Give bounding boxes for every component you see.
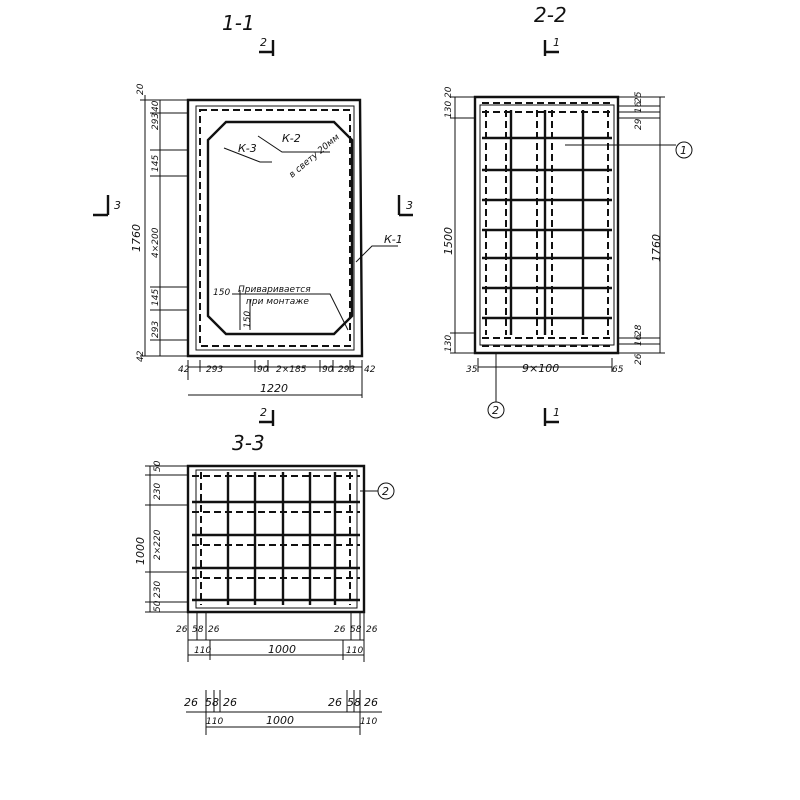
dimension-label: 29: [634, 118, 644, 130]
dimension-label: 150: [213, 288, 230, 298]
dimension-label: 230: [153, 483, 163, 500]
dimension-label: 2×185: [276, 365, 307, 375]
dimension-label: 293: [151, 321, 161, 338]
dimension-label: 50: [153, 460, 163, 472]
dimension-label: 16: [634, 101, 644, 113]
section-marker-1-bottom: 1: [543, 406, 560, 426]
dimension-label: 16: [634, 334, 644, 346]
dimension-label: 2×220: [153, 529, 163, 560]
dimension-label: 110: [360, 717, 377, 727]
section-title-3-3: 3-3: [232, 431, 265, 455]
callout-1: [675, 141, 693, 159]
dimension-label: 26: [184, 696, 198, 709]
dimension-label: 3: [114, 199, 121, 212]
total-width-1220: 1220: [260, 382, 288, 395]
view-1-1: 20 293 40 145 4×200 145 293 42 1760 42 2…: [130, 83, 403, 398]
dimension-label: 50: [153, 600, 163, 612]
dimension-label: 90: [257, 365, 269, 375]
dimension-label: 58: [350, 625, 362, 635]
section-title-2-2: 2-2: [534, 3, 567, 27]
dimension-label: 150: [243, 311, 253, 328]
note-on-site: при монтаже: [246, 297, 309, 307]
dimension-label: 145: [151, 289, 161, 306]
dimension-label: 110: [346, 646, 363, 656]
dimension-label: 58: [205, 696, 219, 709]
dimension-label: 1000: [268, 643, 296, 656]
dimension-label: 26: [208, 625, 220, 635]
dimension-label: 26: [334, 625, 346, 635]
dimension-label: 40: [151, 100, 161, 112]
dimension-label: 130: [444, 335, 454, 352]
total-height-1760: 1760: [130, 224, 143, 252]
note-welded: Приваривается: [238, 285, 311, 295]
dimension-label: 293: [338, 365, 355, 375]
dimension-label: 1000: [134, 537, 147, 565]
dimension-label: 110: [194, 646, 211, 656]
dimension-label: 2: [260, 36, 267, 49]
dimension-label: 26: [634, 353, 644, 365]
dimension-label: 1: [553, 406, 560, 419]
dimension-label: 2: [382, 485, 389, 498]
dimension-label: 26: [366, 625, 378, 635]
section-marker-3-right: 3: [397, 195, 413, 217]
section-marker-3-left: 3: [93, 195, 121, 217]
callout-2: [487, 401, 505, 419]
section-title-1-1: 1-1: [222, 11, 255, 35]
dimension-label: 28: [634, 324, 644, 336]
dimension-label: 293: [206, 365, 223, 375]
dimension-label: 42: [136, 350, 146, 362]
dimension-label: 42: [178, 365, 190, 375]
dimension-label: 110: [206, 717, 223, 727]
dimension-label: 2: [492, 404, 499, 417]
dimension-label: 3: [406, 199, 413, 212]
dimension-label: 58: [347, 696, 361, 709]
section-marker-1-top: 1: [543, 36, 560, 56]
dimension-label: 35: [466, 365, 478, 375]
dimension-label: 145: [151, 155, 161, 172]
dimension-label: 26: [176, 625, 188, 635]
dimension-label: 9×100: [522, 362, 559, 375]
detail-dimensions: 26 58 26 26 58 26 110 1000 110: [184, 690, 382, 735]
dimension-label: 293: [151, 113, 161, 130]
dimension-label: 20: [444, 86, 454, 98]
dimension-label: 4×200: [151, 227, 161, 258]
section-marker-2-top: 2: [259, 36, 275, 56]
dimension-label: 20: [136, 83, 146, 95]
label-k1: К-1: [384, 233, 403, 246]
dimension-label: 1760: [650, 234, 663, 262]
dimension-label: 25: [634, 91, 644, 103]
dimension-label: 58: [192, 625, 204, 635]
dimension-label: 65: [612, 365, 624, 375]
dimension-label: 26: [328, 696, 342, 709]
label-k3: К-3: [238, 142, 257, 155]
dimension-label: 230: [153, 581, 163, 598]
dimension-label: 42: [364, 365, 376, 375]
view-2-2: 1 2 130 20 1500 130 25 16 29 28 16 26 17…: [442, 86, 693, 419]
dimension-label: 1500: [442, 227, 455, 255]
callout-2-view33: [377, 482, 395, 500]
dimension-label: 1: [680, 144, 687, 157]
dimension-label: 26: [223, 696, 237, 709]
dimension-label: 1: [553, 36, 560, 49]
dimension-label: 26: [364, 696, 378, 709]
label-k2: К-2: [282, 132, 301, 145]
section-marker-2-bottom: 2: [259, 406, 275, 426]
view-3-3: 2 50 230 2×220 230 50 1000 26 58 26 26 5…: [134, 460, 395, 662]
dimension-label: 130: [444, 101, 454, 118]
dimension-label: 2: [260, 406, 267, 419]
dimension-label: 90: [322, 365, 334, 375]
dimension-label: 1000: [266, 714, 294, 727]
